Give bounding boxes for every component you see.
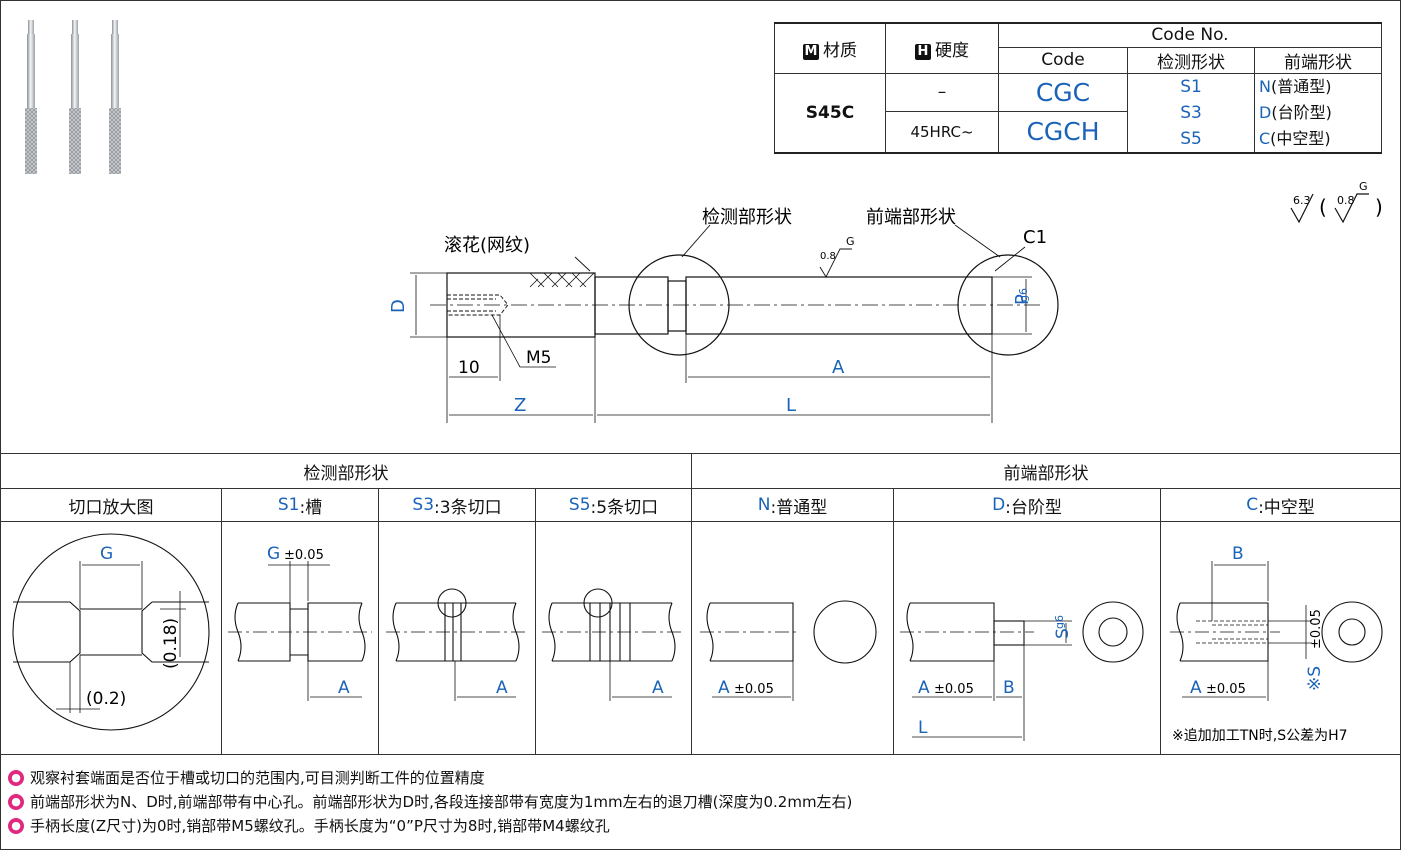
note-pin-icon: ● xyxy=(8,770,24,786)
zoom-g: G xyxy=(100,544,113,564)
s1-a: A xyxy=(338,678,350,698)
main-drawing: 滚花(网纹) 检测部形状 前端部形状 C1 D P g6 10 M5 A Z L… xyxy=(388,207,1059,423)
code-cgc: CGC xyxy=(998,72,1128,113)
s3-a: A xyxy=(496,678,508,698)
detail-dividers xyxy=(0,521,1401,755)
d-b: B xyxy=(1003,678,1015,698)
note-3: ●手柄长度(Z尺寸)为0时,销部带M5螺纹孔。手柄长度为“0”P尺寸为8时,销部… xyxy=(8,814,852,838)
dim-p: P xyxy=(1012,294,1033,305)
c-s-tol: ±0.05 xyxy=(1309,609,1324,649)
sub-zoom: 切口放大图 xyxy=(1,489,222,521)
c-a-tol: ±0.05 xyxy=(1206,682,1246,697)
detect-section-header: 检测部形状 xyxy=(1,454,692,488)
knurl-pattern xyxy=(529,272,595,288)
pin-section-2 xyxy=(685,276,993,335)
dim-d: D xyxy=(388,299,409,313)
note-1: ●观察衬套端面是否位于槽或切口的范围内,可目测判断工件的位置精度 xyxy=(8,766,852,790)
dim-p-sub: g6 xyxy=(1017,288,1030,302)
zoom-detail xyxy=(12,533,210,731)
dim-z: Z xyxy=(514,395,526,416)
d-s: S xyxy=(1053,628,1073,639)
tip-shapes-cell: N(普通型) D(台阶型) C(中空型) xyxy=(1254,72,1382,154)
d-l: L xyxy=(918,718,928,738)
hardness-value-2: 45HRC~ xyxy=(885,111,999,154)
hardness-value-1: – xyxy=(885,72,999,113)
notes-list: ●观察衬套端面是否位于槽或切口的范围内,可目测判断工件的位置精度 ●前端部形状为… xyxy=(8,766,852,838)
chamfer-label: C1 xyxy=(1023,227,1047,248)
code-cgch: CGCH xyxy=(998,111,1128,154)
s1-detail xyxy=(228,561,372,701)
sub-s3: S3:3条切口 xyxy=(379,489,536,521)
svg-text:6.3: 6.3 xyxy=(1293,194,1311,207)
zoom-02: (0.2) xyxy=(86,689,126,709)
d-detail xyxy=(900,601,1144,741)
c-b: B xyxy=(1232,544,1244,564)
n-detail xyxy=(700,600,877,701)
s5-a: A xyxy=(652,678,664,698)
c-s: ※S xyxy=(1305,666,1325,691)
sub-d: D:台阶型 xyxy=(894,489,1161,521)
section-subheader-row: 切口放大图 S1:槽 S3:3条切口 S5:5条切口 N:普通型 D:台阶型 C… xyxy=(1,489,1400,522)
knurl-label: 滚花(网纹) xyxy=(444,235,530,256)
dim-a: A xyxy=(832,357,845,378)
svg-text:): ) xyxy=(1375,195,1383,219)
detect-circle xyxy=(628,254,730,356)
c-detail xyxy=(1170,561,1383,701)
detect-col-header: 检测形状 xyxy=(1127,46,1255,74)
d-a: A xyxy=(918,678,930,698)
c-note: ※追加加工TN时,S公差为H7 xyxy=(1172,728,1348,744)
section-header-row: 检测部形状 前端部形状 xyxy=(1,454,1400,489)
zoom-018: (0.18) xyxy=(161,618,181,669)
pin-photo-2 xyxy=(69,20,81,174)
d-a-tol: ±0.05 xyxy=(934,682,974,697)
d-s-sub: g6 xyxy=(1053,615,1066,629)
tip-section-header: 前端部形状 xyxy=(1003,463,1089,484)
pin-section-1 xyxy=(594,276,669,335)
tip-label: 前端部形状 xyxy=(866,207,956,228)
detect-label: 检测部形状 xyxy=(702,207,792,228)
s1-tol: ±0.05 xyxy=(284,548,324,563)
svg-text:(: ( xyxy=(1319,195,1327,219)
s3-detail xyxy=(386,588,526,701)
thread-hole xyxy=(447,294,509,316)
m5-label: M5 xyxy=(526,348,551,368)
sub-n: N:普通型 xyxy=(692,489,894,521)
svg-text:G: G xyxy=(1359,180,1368,193)
svg-text:0.8: 0.8 xyxy=(1337,194,1355,207)
s1-g: G xyxy=(267,544,280,564)
code-col-header: Code xyxy=(998,46,1128,74)
pin-photo-3 xyxy=(109,20,121,174)
material-value: S45C xyxy=(774,72,886,154)
tip-col-header: 前端形状 xyxy=(1254,46,1382,74)
note-pin-icon: ● xyxy=(8,818,24,834)
tip-circle xyxy=(957,254,1059,356)
rough-g: G xyxy=(846,235,855,248)
sub-s5: S5:5条切口 xyxy=(536,489,692,521)
product-photo xyxy=(25,20,121,174)
dim-10: 10 xyxy=(458,358,480,378)
note-pin-icon: ● xyxy=(8,794,24,810)
pin-photo-1 xyxy=(25,20,37,174)
pin-groove xyxy=(667,280,687,332)
n-a: A xyxy=(718,678,730,698)
c-a: A xyxy=(1190,678,1202,698)
detail-drawings: G (0.18) (0.2) G ±0.05 A A A A ±0.05 A ±… xyxy=(12,533,1383,744)
rough-val: 0.8 xyxy=(820,251,836,262)
sub-c: C:中空型 xyxy=(1246,495,1315,518)
sub-s1: S1:槽 xyxy=(222,489,379,521)
note-2: ●前端部形状为N、D时,前端部带有中心孔。前端部形状为D时,各段连接部带有宽度为… xyxy=(8,790,852,814)
n-a-tol: ±0.05 xyxy=(734,682,774,697)
s5-detail xyxy=(542,588,682,701)
dim-l: L xyxy=(786,395,796,416)
roughness-symbol: 6.3 ( 0.8 G ) xyxy=(1290,180,1383,224)
code-no-header: Code No. xyxy=(998,22,1382,48)
